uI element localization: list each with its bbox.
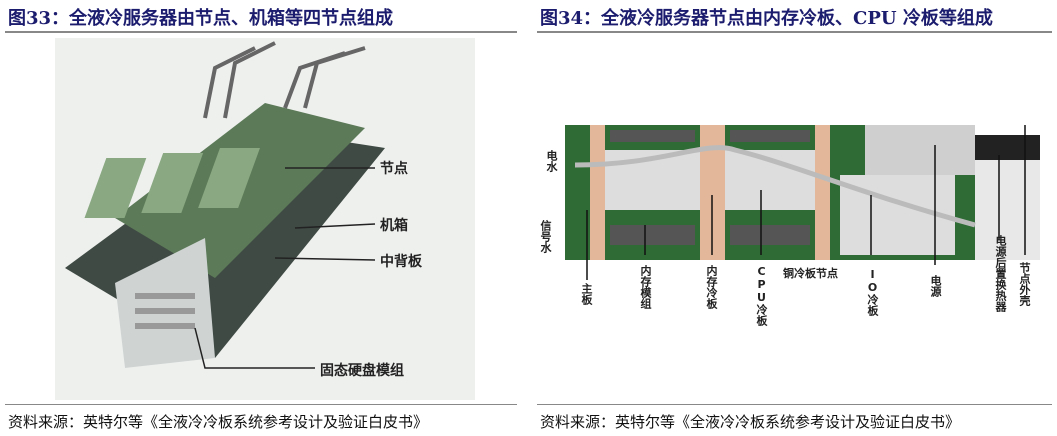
figure-33-title: 图33：全液冷服务器由节点、机箱等四节点组成 — [8, 8, 394, 29]
label-memory-cold-plate: 内存冷板 — [705, 265, 718, 309]
figure-34-title: 图34：全液冷服务器节点由内存冷板、CPU 冷板等组成 — [540, 8, 993, 29]
source-rule-right — [537, 404, 1052, 405]
source-rule-left — [5, 404, 517, 405]
label-io-cold-plate: IO冷板 — [866, 268, 879, 316]
label-node: 节点 — [380, 161, 408, 177]
label-memory-module: 内存模组 — [639, 265, 652, 309]
label-node-shell: 节点外壳 — [1018, 262, 1031, 306]
label-psu-heat-exchanger: 电源后置换热器 — [994, 235, 1007, 312]
label-signal-water: 信号水 — [539, 220, 552, 253]
node-cold-plate-image — [565, 125, 1040, 280]
label-ssd-module: 固态硬盘模组 — [320, 363, 404, 379]
label-mainboard: 主板 — [580, 283, 593, 305]
label-psu: 电源 — [929, 275, 942, 297]
label-power-water: 电水 — [545, 150, 558, 172]
source-note-left: 资料来源：英特尔等《全液冷冷板系统参考设计及验证白皮书》 — [8, 413, 429, 431]
label-copper-cold-plate-node: 铜冷板节点 — [783, 267, 838, 280]
label-cpu-cold-plate: CPU冷板 — [755, 265, 768, 326]
server-chassis-image — [55, 38, 475, 400]
source-note-right: 资料来源：英特尔等《全液冷冷板系统参考设计及验证白皮书》 — [540, 413, 961, 431]
title-rule-right — [537, 31, 1052, 33]
title-rule-left — [5, 31, 517, 33]
label-backplane: 中背板 — [380, 254, 422, 270]
label-chassis: 机箱 — [380, 218, 408, 234]
